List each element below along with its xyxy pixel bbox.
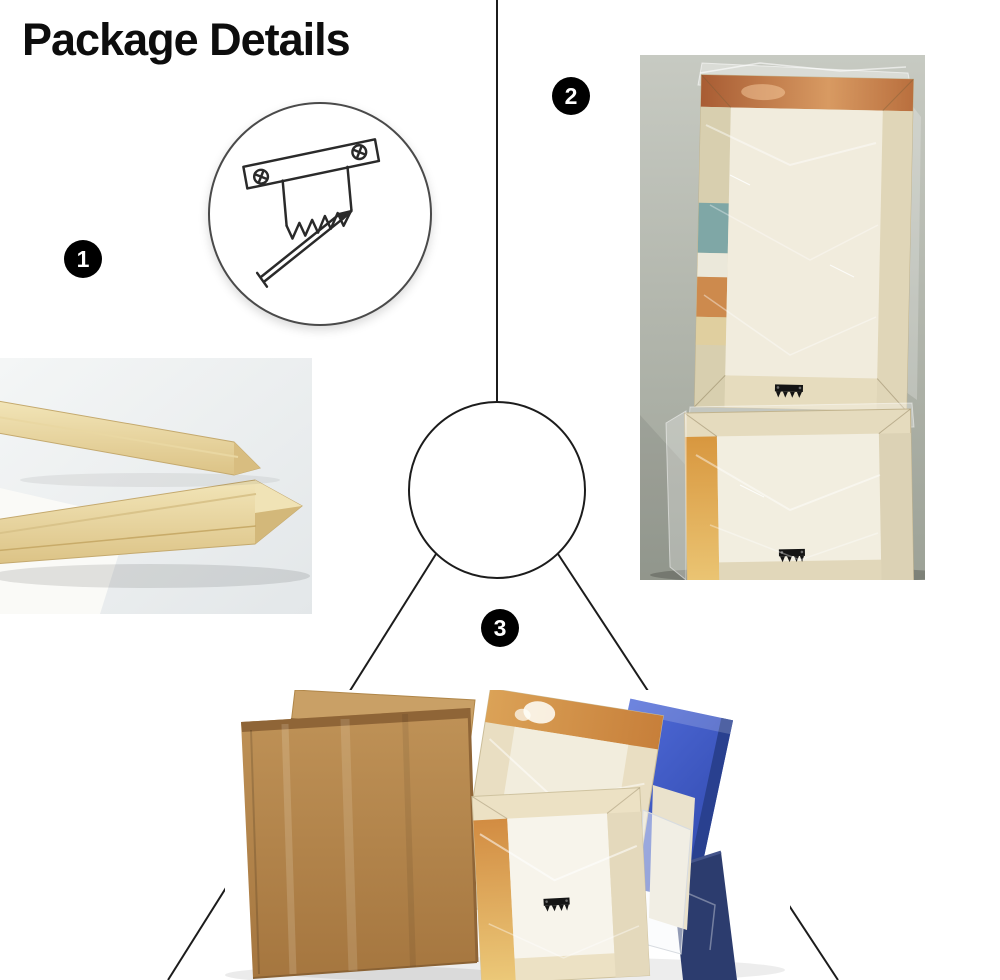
cardboard-box — [241, 707, 479, 979]
hanger-inset-circle — [208, 102, 432, 326]
package-box-photo — [225, 690, 790, 980]
sawtooth-hanger-hardware-front — [543, 897, 570, 912]
sawtooth-hanger-hardware-top — [774, 384, 804, 398]
step-1-number: 1 — [76, 245, 90, 272]
step-3-badge: 3 — [481, 609, 519, 647]
sawtooth-hanger-icon — [242, 138, 381, 288]
step-2-badge: 2 — [552, 77, 590, 115]
sawtooth-hanger-hardware-bottom — [778, 548, 805, 563]
step-1-badge: 1 — [64, 240, 102, 278]
page-title: Package Details — [22, 14, 351, 65]
step-3-number: 3 — [493, 614, 507, 641]
wrapped-frames-photo — [640, 55, 925, 580]
frame-bars-photo — [0, 358, 312, 614]
step-2-number: 2 — [564, 82, 578, 109]
